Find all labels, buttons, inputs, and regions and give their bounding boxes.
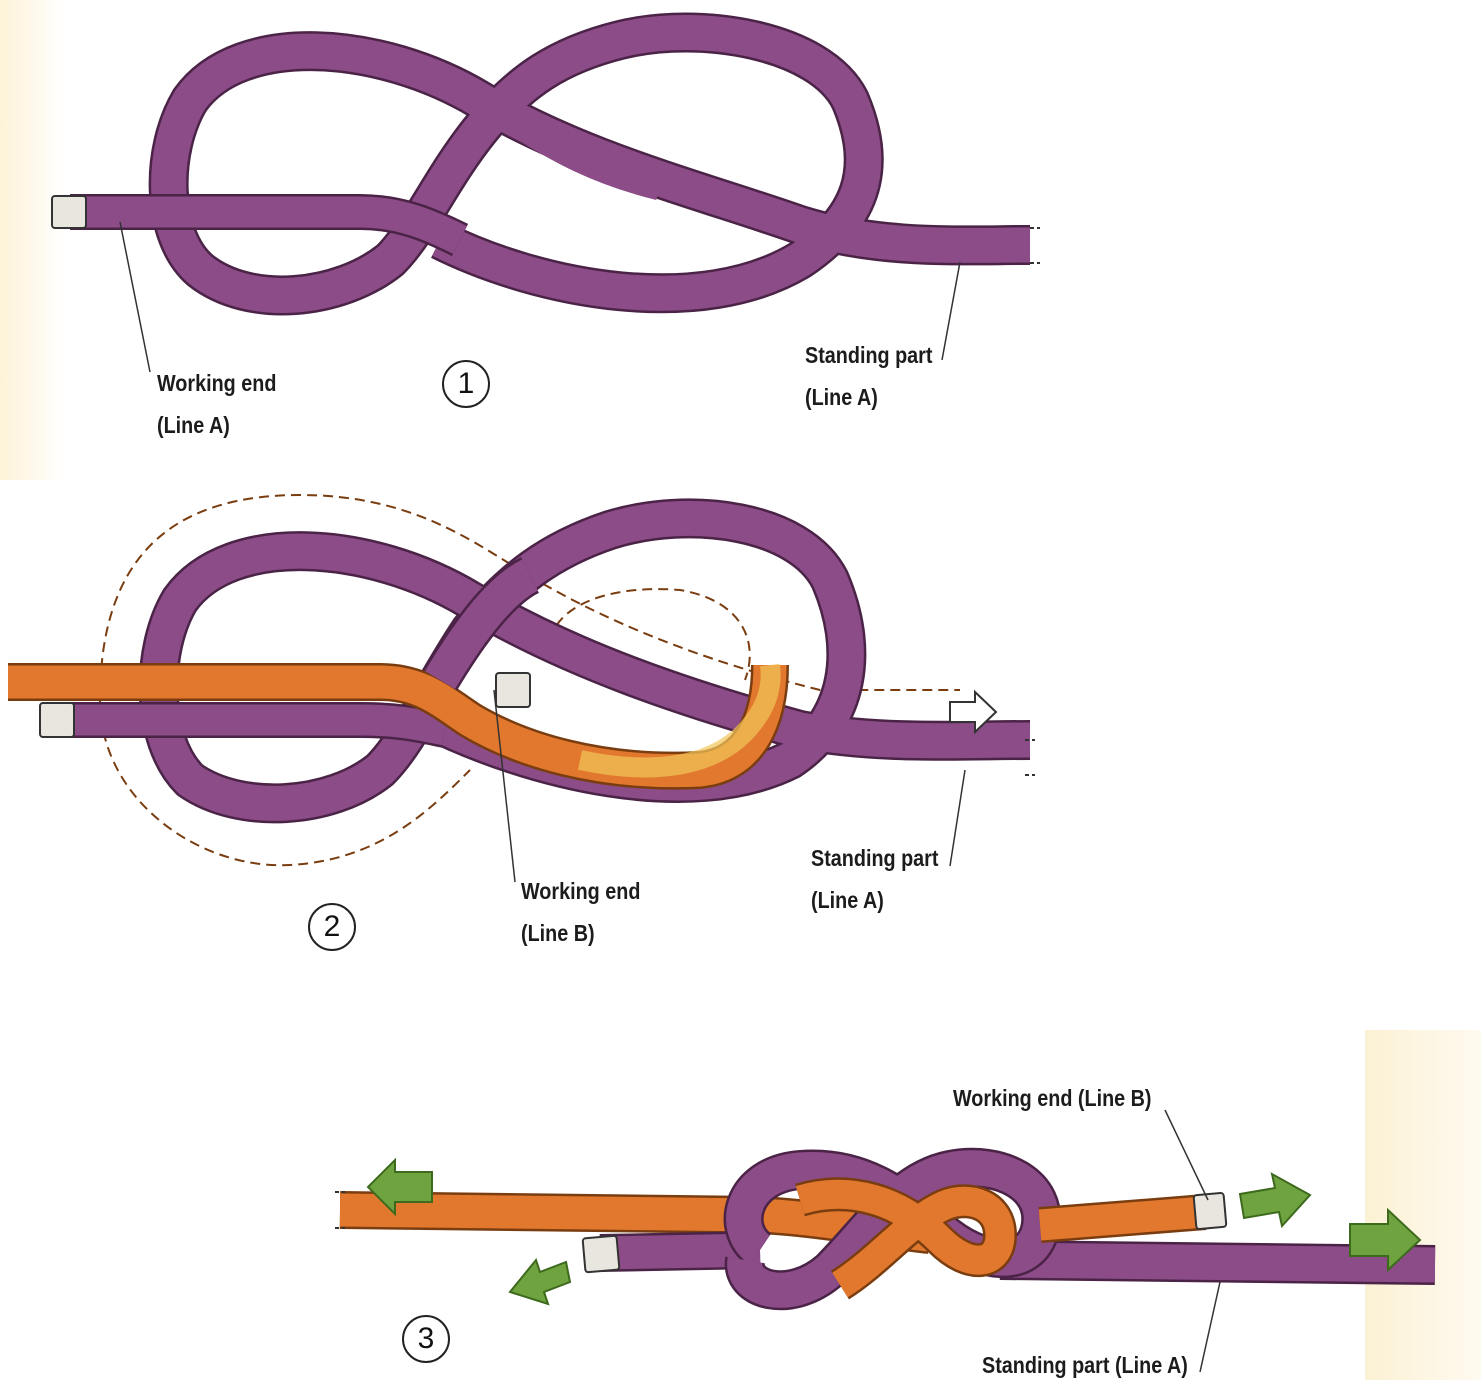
rope-end-whipping-icon — [52, 196, 86, 228]
panel-1-rope — [52, 33, 1040, 373]
panel-2-working-end-label: Working end (Line B) — [521, 876, 640, 948]
step-number-circle-2: 2 — [308, 903, 356, 951]
label-line: Working end — [157, 368, 276, 398]
label-line: Working end — [521, 876, 640, 906]
rope-end-whipping-icon — [1194, 1193, 1227, 1229]
panel-3-working-end-label: Working end (Line B) — [953, 1083, 1152, 1113]
rope-end-whipping-icon — [40, 703, 74, 737]
step-number-circle-1: 1 — [442, 360, 490, 408]
panel-2-rope — [8, 495, 1035, 882]
panel-3-standing-part-label: Standing part (Line A) — [982, 1350, 1188, 1380]
label-line: (Line B) — [521, 918, 640, 948]
label-line: (Line A) — [157, 410, 276, 440]
label-line: Standing part — [811, 843, 938, 873]
panel-2-standing-part-label: Standing part (Line A) — [811, 843, 938, 915]
label-line: (Line A) — [811, 885, 938, 915]
direction-arrow-icon — [510, 1260, 570, 1304]
panel-3-rope — [335, 1110, 1435, 1372]
step-number-circle-3: 3 — [402, 1315, 450, 1363]
label-line: (Line A) — [805, 382, 932, 412]
panel-1-working-end-label: Working end (Line A) — [157, 368, 276, 440]
direction-arrow-icon — [1240, 1174, 1310, 1226]
rope-end-whipping-icon — [583, 1236, 620, 1273]
panel-1-standing-part-label: Standing part (Line A) — [805, 340, 932, 412]
label-line: Standing part — [805, 340, 932, 370]
rope-end-whipping-icon — [496, 673, 530, 707]
